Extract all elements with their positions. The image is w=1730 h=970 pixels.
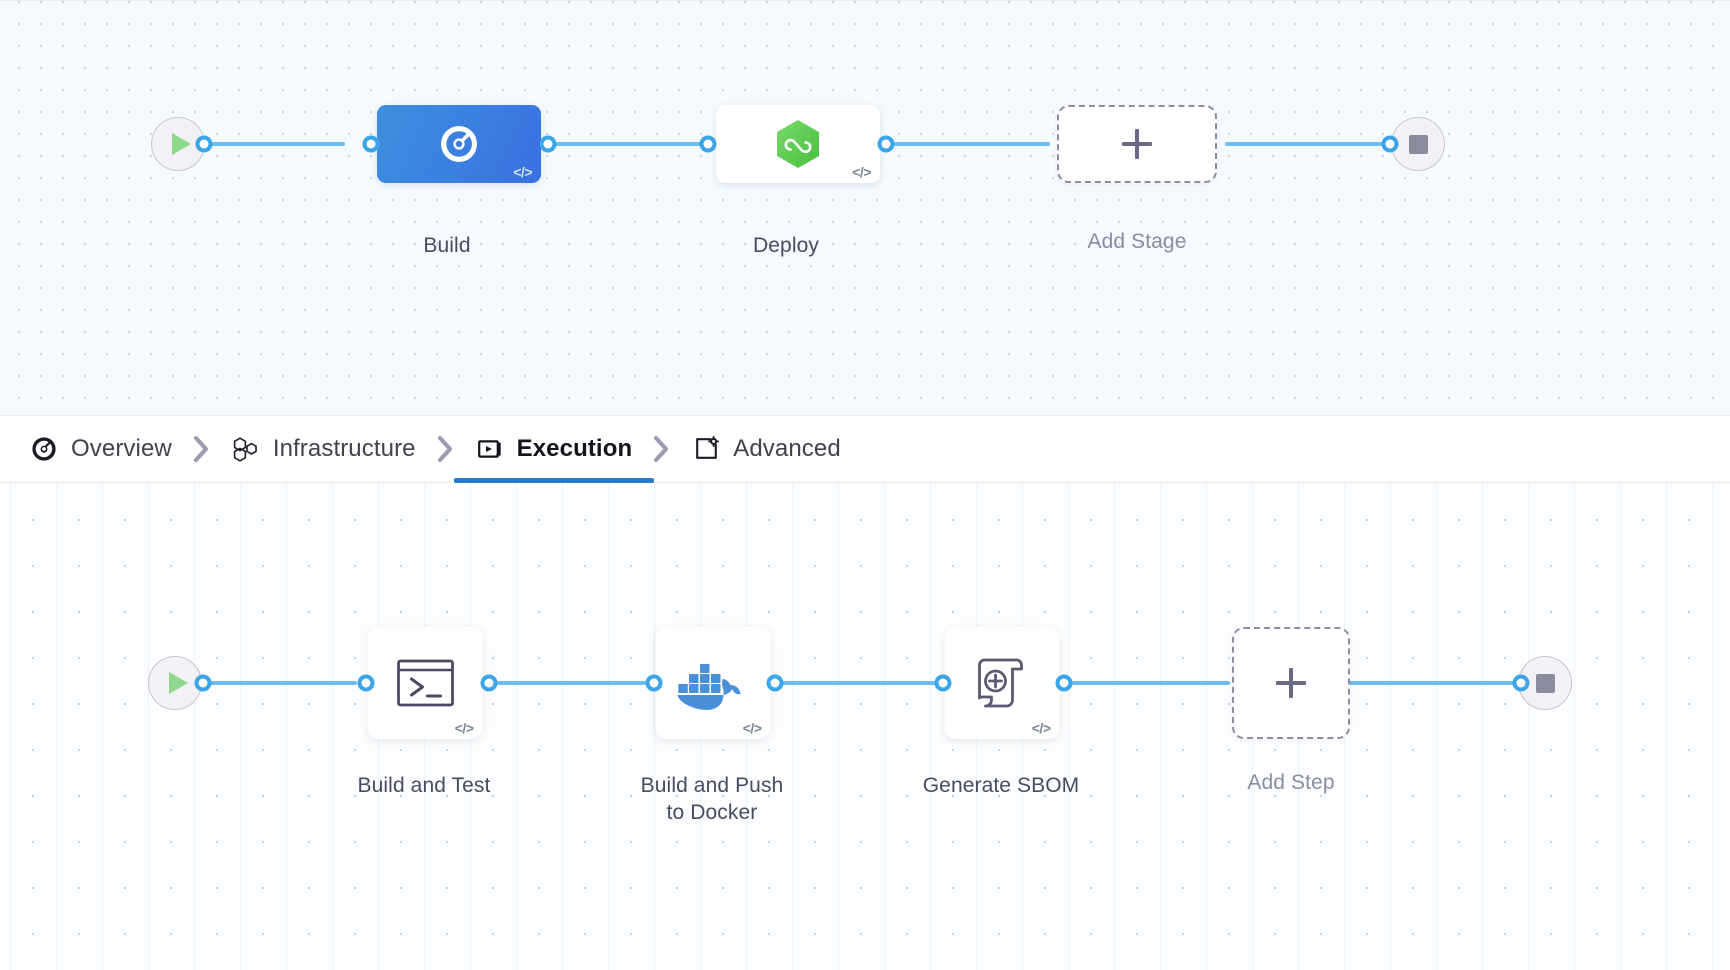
step-port-sbom-in[interactable] <box>934 674 952 692</box>
chevron-right-icon <box>172 415 232 483</box>
step-port-buildtest-out[interactable] <box>480 674 498 692</box>
harness-cd-hexagon-icon <box>777 120 819 168</box>
tab-execution[interactable]: Execution <box>453 415 654 483</box>
stage-port-deploy-out[interactable] <box>877 135 895 153</box>
tab-label-advanced: Advanced <box>733 435 841 462</box>
play-box-icon <box>476 435 504 463</box>
terminal-icon <box>396 659 454 707</box>
tab-infrastructure[interactable]: Infrastructure <box>232 415 416 483</box>
stage-link-build-deploy <box>540 142 710 146</box>
step-link-addstep-end <box>1345 681 1525 685</box>
stage-port-start-out[interactable] <box>195 135 213 153</box>
code-badge-icon: </> <box>742 720 762 736</box>
step-label-build-and-test: Build and Test <box>357 774 491 797</box>
step-link-buildtest-docker <box>480 681 655 685</box>
step-port-docker-in[interactable] <box>645 674 663 692</box>
tab-overview[interactable]: Overview <box>30 415 172 483</box>
step-link-start-buildtest <box>182 681 357 685</box>
step-label-generate-sbom: Generate SBOM <box>922 774 1080 797</box>
step-port-sbom-out[interactable] <box>1055 674 1073 692</box>
plus-icon <box>1122 129 1152 159</box>
stage-port-end-in[interactable] <box>1381 135 1399 153</box>
overview-pie-icon <box>30 435 58 463</box>
step-label-build-and-push-to-docker: Build and Push to Docker <box>640 774 784 824</box>
stage-port-build-in[interactable] <box>362 135 380 153</box>
add-step-label: Add Step <box>1247 771 1335 794</box>
step-node-generate-sbom[interactable]: </> <box>944 627 1060 739</box>
plus-icon <box>1276 668 1306 698</box>
tab-label-overview: Overview <box>71 435 172 462</box>
stage-link-start-build <box>185 142 345 146</box>
stage-port-build-out[interactable] <box>539 135 557 153</box>
play-icon <box>171 133 191 155</box>
step-link-docker-sbom <box>765 681 940 685</box>
code-badge-icon: </> <box>454 720 474 736</box>
add-stage-label: Add Stage <box>1087 230 1187 253</box>
harness-ci-icon <box>440 126 477 162</box>
stage-node-deploy[interactable]: </> <box>716 105 880 183</box>
step-node-build-and-test[interactable]: </> <box>367 627 483 739</box>
stage-port-deploy-in[interactable] <box>699 135 717 153</box>
stage-node-build[interactable]: </> <box>377 105 541 183</box>
hexagon-cluster-icon <box>232 435 260 463</box>
tab-label-infrastructure: Infrastructure <box>272 435 416 462</box>
stage-link-deploy-add <box>875 142 1050 146</box>
pipeline-start-node[interactable] <box>151 117 205 171</box>
add-step-button[interactable] <box>1232 627 1350 739</box>
stop-icon <box>1535 673 1555 693</box>
stage-config-tabbar: Overview Infrastructure <box>0 415 1730 483</box>
chevron-right-icon <box>416 415 476 483</box>
play-icon <box>168 672 188 694</box>
code-badge-icon: </> <box>513 164 532 180</box>
stage-link-add-end <box>1225 142 1390 146</box>
sbom-scroll-icon <box>977 658 1023 708</box>
execution-graph-canvas[interactable]: </> Build and Test <box>0 483 1730 970</box>
step-port-docker-out[interactable] <box>766 674 784 692</box>
step-port-start-out[interactable] <box>194 674 212 692</box>
step-port-buildtest-in[interactable] <box>357 674 375 692</box>
pipeline-stop-node[interactable] <box>1391 117 1445 171</box>
step-node-build-and-push-to-docker[interactable]: </> <box>655 627 771 739</box>
tab-label-execution: Execution <box>516 435 633 462</box>
step-port-end-in[interactable] <box>1512 674 1530 692</box>
gear-box-icon <box>692 435 720 463</box>
docker-icon <box>677 664 740 710</box>
tab-advanced[interactable]: Advanced <box>692 415 841 483</box>
code-badge-icon: </> <box>1031 720 1051 736</box>
step-link-sbom-addstep <box>1055 681 1230 685</box>
add-stage-button[interactable] <box>1057 105 1217 183</box>
stage-label-deploy: Deploy <box>753 234 819 257</box>
stop-icon <box>1408 134 1428 154</box>
code-badge-icon: </> <box>852 164 871 180</box>
stage-label-build: Build <box>423 234 471 257</box>
stage-graph-canvas[interactable]: </> Build </> <box>0 0 1730 415</box>
chevron-right-icon <box>632 415 692 483</box>
